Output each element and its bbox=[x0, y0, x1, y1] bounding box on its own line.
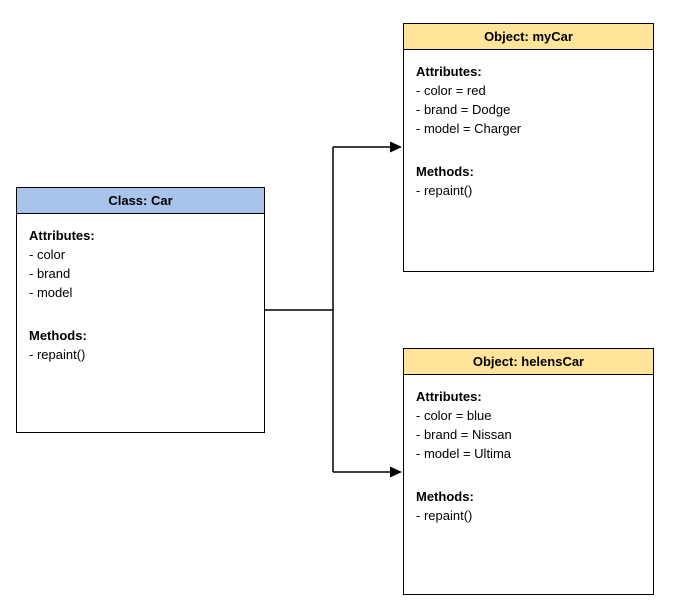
attribute-line: - brand = Dodge bbox=[416, 102, 511, 117]
attribute-line: - color bbox=[29, 247, 66, 262]
object-mycar-title: Object: myCar bbox=[484, 29, 573, 44]
class-car-body: Attributes: - color - brand - model Meth… bbox=[17, 214, 264, 364]
object-helenscar-node: Object: helensCar Attributes: - color = … bbox=[403, 348, 654, 595]
object-helenscar-header: Object: helensCar bbox=[404, 349, 653, 375]
object-mycar-node: Object: myCar Attributes: - color = red … bbox=[403, 23, 654, 272]
object-mycar-header: Object: myCar bbox=[404, 24, 653, 50]
attribute-line: - color = red bbox=[416, 83, 486, 98]
attributes-label: Attributes: bbox=[29, 228, 95, 243]
object-helenscar-title: Object: helensCar bbox=[472, 354, 585, 369]
arrowhead-to-helenscar-icon bbox=[390, 466, 402, 478]
object-mycar-body: Attributes: - color = red - brand = Dodg… bbox=[404, 50, 653, 200]
attribute-line: - brand = Nissan bbox=[416, 427, 512, 442]
arrowhead-to-mycar-icon bbox=[390, 141, 402, 153]
method-line: - repaint() bbox=[29, 347, 86, 362]
connector-line-class-to-junction bbox=[265, 146, 392, 473]
class-car-header: Class: Car bbox=[17, 188, 264, 214]
object-helenscar-body: Attributes: - color = blue - brand = Nis… bbox=[404, 375, 653, 525]
methods-label: Methods: bbox=[416, 489, 474, 504]
attribute-line: - model = Charger bbox=[416, 121, 522, 136]
methods-label: Methods: bbox=[416, 164, 474, 179]
attribute-line: - model = Ultima bbox=[416, 446, 511, 461]
attribute-line: - brand bbox=[29, 266, 71, 281]
attributes-label: Attributes: bbox=[416, 64, 482, 79]
attributes-label: Attributes: bbox=[416, 389, 482, 404]
class-car-title: Class: Car bbox=[108, 193, 173, 208]
class-car-node: Class: Car Attributes: - color - brand -… bbox=[16, 187, 265, 433]
attribute-line: - model bbox=[29, 285, 73, 300]
methods-label: Methods: bbox=[29, 328, 87, 343]
method-line: - repaint() bbox=[416, 183, 473, 198]
attribute-line: - color = blue bbox=[416, 408, 492, 423]
method-line: - repaint() bbox=[416, 508, 473, 523]
